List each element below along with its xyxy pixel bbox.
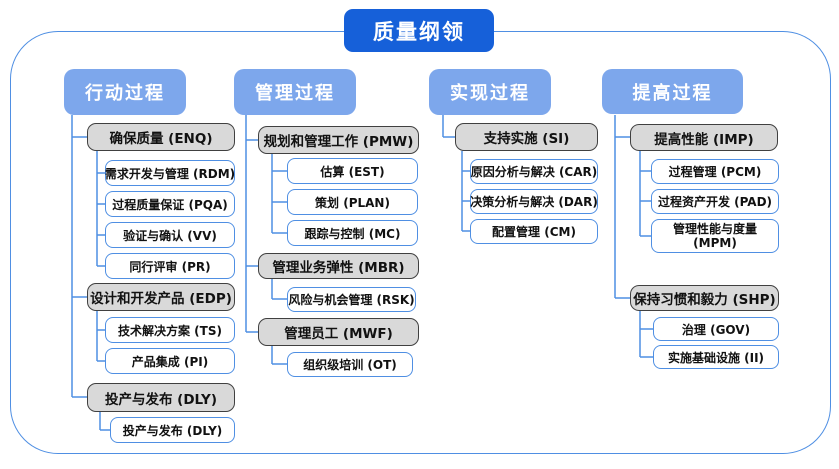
node-mbr: 管理业务弹性 (MBR) <box>258 253 419 279</box>
node-gov: 治理 (GOV) <box>653 317 779 341</box>
node-mwf: 管理员工 (MWF) <box>258 318 419 346</box>
node-plan: 策划 (PLAN) <box>287 189 418 215</box>
node-pi: 产品集成 (PI) <box>105 348 235 374</box>
node-ts: 技术解决方案 (TS) <box>105 317 235 343</box>
node-dar: 决策分析与解决 (DAR) <box>470 189 598 214</box>
connectors-branch-realization <box>442 115 470 232</box>
node-pr: 同行评审 (PR) <box>105 253 235 279</box>
node-cm: 配置管理 (CM) <box>470 219 598 244</box>
node-mpm: 管理性能与度量 (MPM) <box>651 219 779 253</box>
node-edp: 设计和开发产品 (EDP) <box>87 283 235 311</box>
node-car: 原因分析与解决 (CAR) <box>470 159 598 184</box>
node-rsk: 风险与机会管理 (RSK) <box>287 287 416 312</box>
node-mc: 跟踪与控制 (MC) <box>287 220 418 246</box>
node-vv: 验证与确认 (VV) <box>105 222 235 248</box>
connectors-branch-improvement <box>614 115 653 358</box>
connectors-branch-management <box>245 115 287 365</box>
connectors-branch-action <box>71 115 110 431</box>
node-si: 支持实施 (SI) <box>455 123 598 151</box>
node-ii: 实施基础设施 (II) <box>653 345 779 369</box>
node-dly-leaf: 投产与发布 (DLY) <box>110 417 235 443</box>
node-enq: 确保质量 (ENQ) <box>87 123 235 151</box>
node-shp: 保持习惯和毅力 (SHP) <box>630 285 779 311</box>
branch-header-improvement: 提高过程 <box>602 69 743 114</box>
branch-header-management: 管理过程 <box>234 69 356 115</box>
node-pmw: 规划和管理工作 (PMW) <box>258 126 419 154</box>
node-pqa: 过程质量保证 (PQA) <box>105 191 235 217</box>
node-rdm: 需求开发与管理 (RDM) <box>105 160 235 186</box>
node-dly-group: 投产与发布 (DLY) <box>87 383 235 412</box>
node-pad: 过程资产开发 (PAD) <box>651 189 779 214</box>
branch-header-realization: 实现过程 <box>429 69 551 115</box>
node-pcm: 过程管理 (PCM) <box>651 159 779 184</box>
node-est: 估算 (EST) <box>287 158 418 184</box>
branch-header-action: 行动过程 <box>64 69 186 115</box>
diagram-title: 质量纲领 <box>344 9 494 52</box>
node-ot: 组织级培训 (OT) <box>287 352 413 377</box>
node-imp: 提高性能 (IMP) <box>630 124 778 151</box>
